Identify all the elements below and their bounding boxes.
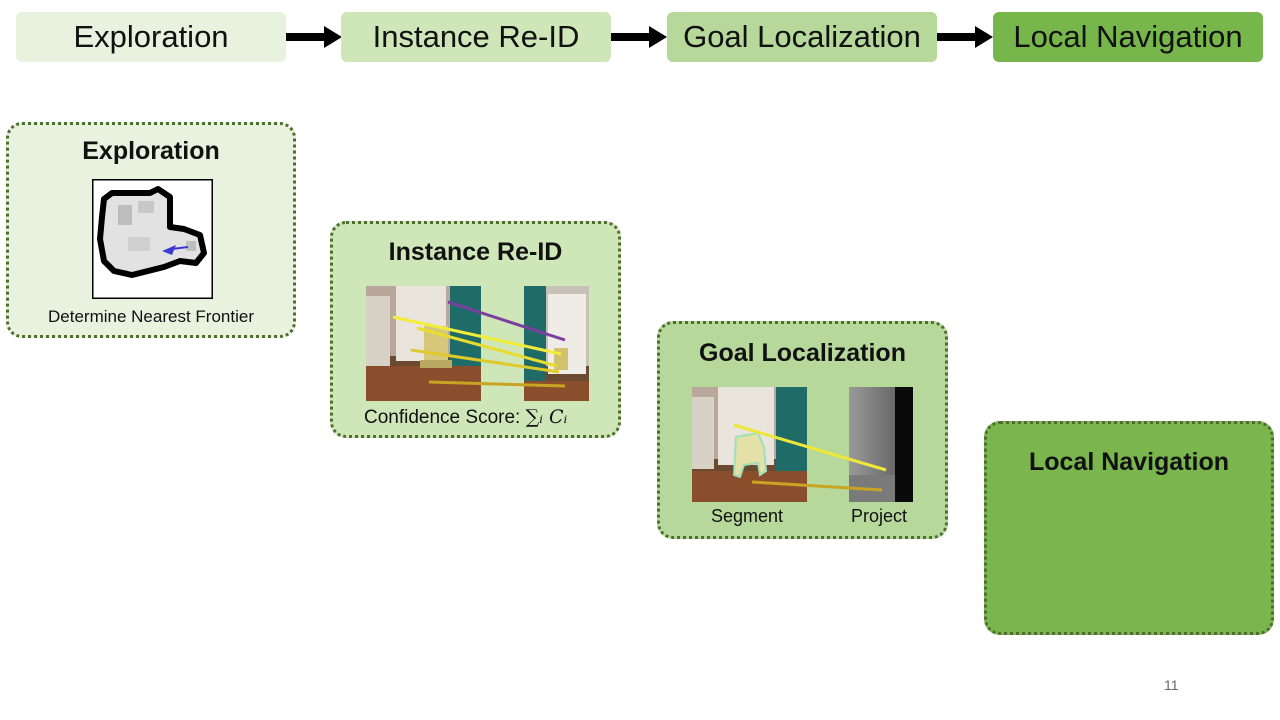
pipeline-stage-exploration: Exploration (16, 12, 286, 62)
reid-caption-text: Confidence Score: (364, 407, 526, 428)
reid-caption: Confidence Score: ∑ᵢ Cᵢ (364, 406, 567, 429)
pipeline-stage-local-navigation: Local Navigation (993, 12, 1263, 62)
local-navigation-title: Local Navigation (1028, 448, 1230, 476)
exploration-map-image (92, 179, 213, 299)
instance-reid-title: Instance Re-ID (388, 238, 563, 266)
arrow-right-icon (937, 26, 993, 48)
goal-projection-lines (733, 423, 887, 492)
pipeline-stage-instance-reid: Instance Re-ID (341, 12, 611, 62)
goal-segment-label: Segment (711, 506, 784, 526)
goal-project-label: Project (851, 506, 908, 526)
exploration-box: Exploration Determine Nearest Frontier (6, 122, 296, 338)
page-number: 11 (1164, 677, 1179, 693)
goal-localization-box: Goal Localization (657, 321, 948, 539)
goal-localization-title: Goal Localization (699, 339, 906, 367)
local-navigation-box: Local Navigation (984, 421, 1274, 635)
pipeline-stage-goal-localization: Goal Localization (667, 12, 937, 62)
exploration-title: Exploration (82, 137, 220, 165)
reid-query-image (366, 286, 481, 401)
reid-caption-formula: ∑ᵢ Cᵢ (525, 406, 568, 428)
pipeline-stage-label: Instance Re-ID (372, 19, 580, 54)
instance-reid-box: Instance Re-ID Confidence Scor (330, 221, 621, 438)
pipeline-stage-label: Goal Localization (683, 19, 921, 54)
arrow-right-icon (286, 26, 342, 48)
exploration-caption: Determine Nearest Frontier (48, 307, 254, 326)
pipeline-stage-label: Exploration (73, 19, 229, 54)
pipeline-stage-label: Local Navigation (1013, 19, 1243, 54)
reid-match-lines (392, 300, 566, 388)
arrow-right-icon (611, 26, 667, 48)
